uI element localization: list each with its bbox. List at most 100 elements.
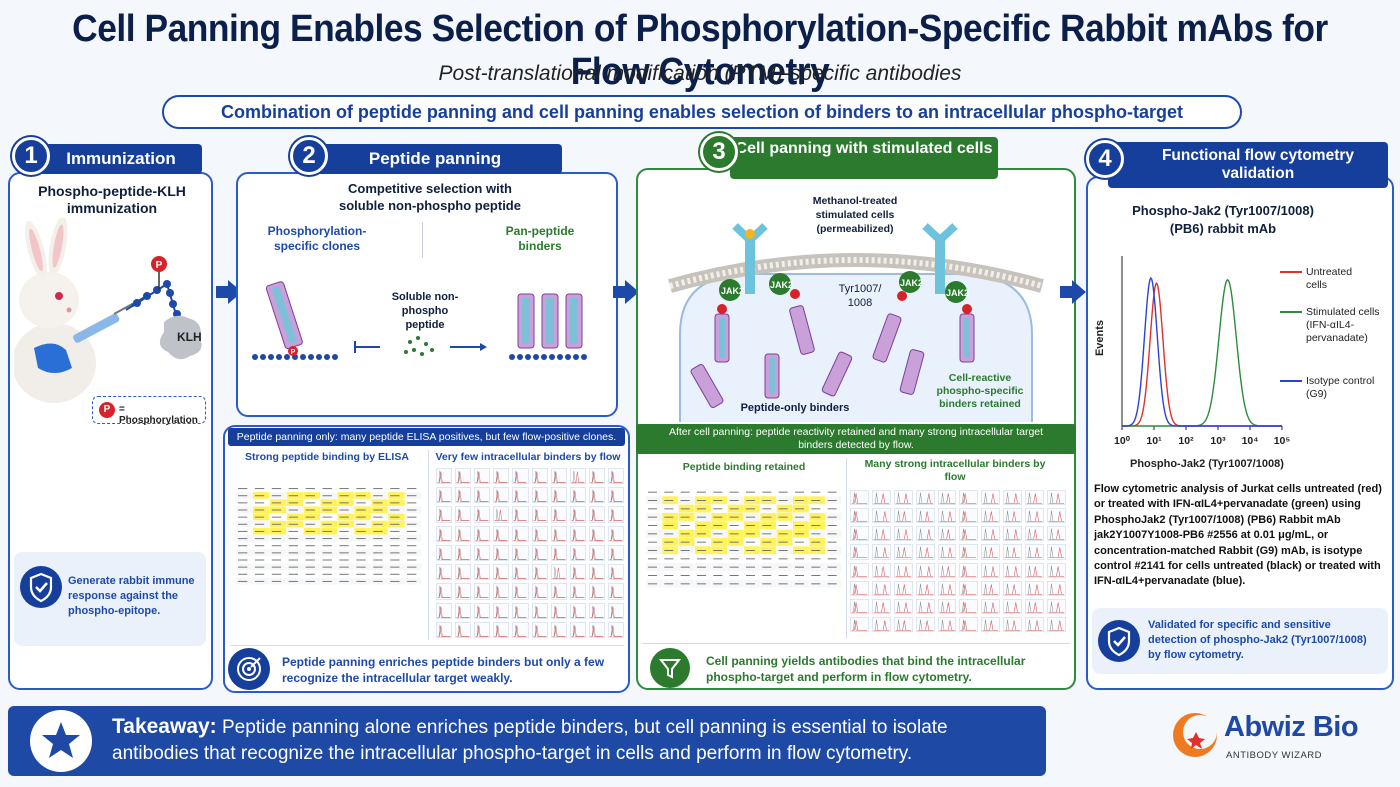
flow-thumbnail-control — [1048, 601, 1065, 613]
elisa-cell-text — [356, 545, 366, 547]
step2-number-badge: 2 — [290, 137, 328, 175]
flow-thumbnail-sample — [917, 602, 933, 613]
step4-note: Validated for specific and sensitive det… — [1148, 619, 1367, 661]
step2-elisa-table — [236, 485, 422, 585]
flow-thumbnail-sample — [917, 565, 933, 577]
elisa-cell-text — [648, 491, 657, 493]
flow-thumbnail — [512, 564, 529, 581]
elisa-cell-text — [795, 500, 804, 501]
elisa-cell-text — [697, 533, 706, 535]
x-tick-label: 10⁴ — [1242, 435, 1259, 447]
flow-thumbnail-sample — [851, 620, 868, 631]
elisa-cell-text — [322, 523, 332, 525]
elisa-cell-text — [664, 566, 674, 568]
elisa-cell-text — [778, 550, 788, 551]
elisa-cell-text — [827, 525, 837, 526]
elisa-cell-text — [322, 502, 332, 504]
elisa-cell-text — [322, 545, 332, 547]
flow-thumbnail-sample — [456, 510, 470, 522]
elisa-cell-text — [390, 580, 400, 582]
page-subtitle: Post-translational modification (PTM)-sp… — [438, 62, 962, 85]
elisa-cell-text — [664, 550, 674, 551]
elisa-cell-text — [827, 508, 837, 510]
legend-swatch-untreated — [1280, 271, 1302, 273]
flow-thumbnail-sample — [895, 620, 911, 631]
elisa-cell-text — [322, 552, 332, 554]
elisa-cell-text — [680, 491, 690, 493]
flow-thumbnail-control — [1027, 583, 1043, 595]
elisa-cell-text — [238, 573, 248, 575]
elisa-cell-text — [407, 523, 417, 525]
flow-thumbnail-sample — [983, 547, 999, 558]
flow-thumbnail-sample — [495, 548, 508, 560]
elisa-cell-text — [762, 575, 772, 576]
flow-thumbnail-sample — [961, 565, 977, 577]
flow-thumbnail — [915, 562, 935, 578]
flow-thumbnail-control — [939, 619, 955, 631]
flow-thumbnail — [436, 583, 453, 600]
flow-thumbnail-sample — [552, 510, 565, 522]
elisa-cell-text — [373, 573, 383, 575]
elisa-cell-text — [271, 538, 282, 540]
elisa-cell-text — [778, 541, 788, 543]
flow-thumbnail — [850, 508, 869, 524]
elisa-cell-text — [680, 508, 690, 510]
flow-thumbnail-control — [873, 528, 889, 540]
flow-thumbnail — [1003, 580, 1023, 596]
flow-thumbnail-control — [851, 565, 868, 577]
flow-thumbnail-sample — [571, 510, 585, 522]
elisa-cell-text — [729, 533, 739, 535]
elisa-cell-text — [746, 516, 755, 518]
flow-thumbnail-sample — [917, 493, 933, 504]
step1-number-badge: 1 — [12, 137, 50, 175]
elisa-cell-text — [729, 566, 739, 568]
flow-thumbnail — [871, 490, 891, 506]
flow-thumbnail — [1025, 580, 1045, 596]
flow-thumbnail — [1003, 598, 1023, 614]
arrow-3-to-4 — [1060, 280, 1086, 304]
elisa-cell-text — [648, 558, 657, 560]
elisa-cell-text — [254, 559, 265, 561]
elisa-cell-text — [811, 550, 821, 551]
flow-thumbnail-sample — [983, 529, 999, 540]
elisa-cell-text — [373, 523, 383, 525]
flow-thumbnail — [959, 616, 979, 632]
flow-thumbnail-sample — [514, 510, 527, 522]
elisa-cell-text — [407, 545, 417, 547]
elisa-cell-text — [288, 495, 299, 497]
elisa-cell-text — [356, 523, 366, 525]
flow-thumbnail — [937, 616, 957, 632]
elisa-cell-text — [407, 495, 417, 497]
flow-thumbnail-control — [983, 492, 999, 504]
elisa-cell-text — [356, 566, 366, 568]
flow-thumbnail-control — [917, 528, 933, 540]
flow-thumbnail-sample — [851, 511, 868, 522]
flow-thumbnail — [893, 544, 913, 560]
elisa-cell-text — [288, 530, 299, 532]
flow-thumbnail-sample — [495, 471, 508, 483]
page-title: Cell Panning Enables Selection of Phosph… — [72, 8, 1328, 93]
step2-right-label: Pan-peptide binders — [505, 224, 575, 253]
flow-thumbnail — [512, 506, 529, 523]
elisa-cell-text — [713, 558, 723, 560]
flow-thumbnail — [893, 598, 913, 614]
elisa-cell-text — [762, 566, 772, 568]
flow-thumbnail-control — [917, 619, 933, 631]
flow-thumbnail-sample — [1005, 620, 1021, 631]
flow-thumbnail — [531, 583, 548, 600]
flow-thumbnail-sample — [1048, 493, 1065, 504]
flow-thumbnail-sample — [456, 471, 470, 483]
flow-thumbnail-control — [961, 601, 977, 613]
elisa-cell-text — [811, 533, 821, 535]
flow-thumbnail — [850, 490, 869, 506]
elisa-cell-text — [271, 488, 282, 490]
flow-thumbnail-control — [1048, 510, 1065, 522]
flow-thumbnail-sample — [552, 567, 565, 579]
elisa-cell-text — [407, 580, 417, 582]
flow-thumbnail-sample — [895, 565, 911, 577]
flow-thumbnail-sample — [1048, 529, 1065, 540]
elisa-cell-text — [827, 516, 837, 518]
flow-thumbnail — [550, 583, 567, 600]
flow-thumbnail-sample — [609, 510, 623, 522]
flow-thumbnail-sample — [895, 529, 911, 540]
